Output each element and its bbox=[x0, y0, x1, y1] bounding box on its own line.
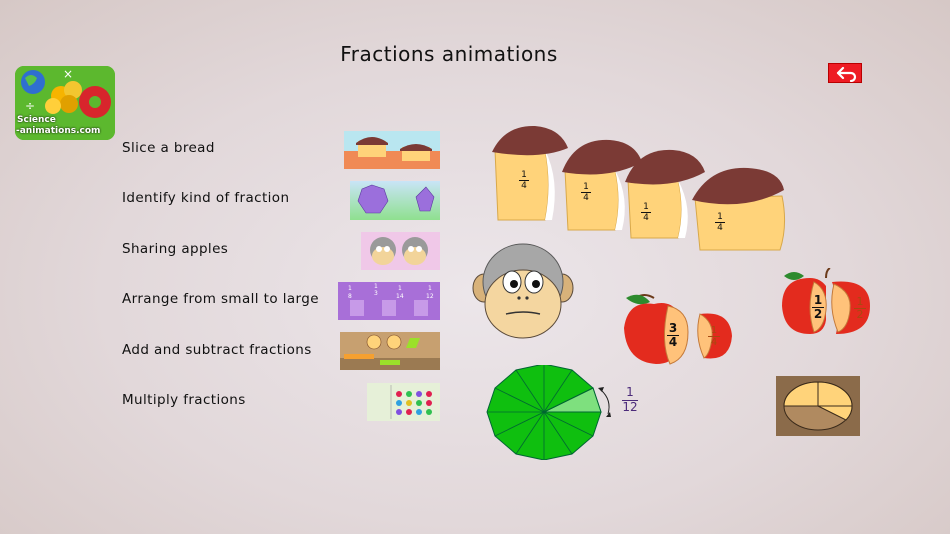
svg-text:÷: ÷ bbox=[25, 99, 35, 113]
arrange-den-1: 8 bbox=[348, 293, 352, 300]
logo-graphic-icon: × ÷ bbox=[15, 66, 115, 140]
twelfths-pie-illustration bbox=[486, 365, 611, 460]
arrange-thumbnail-icon bbox=[350, 300, 428, 316]
thumb-multiply[interactable] bbox=[367, 383, 440, 421]
page-title: Fractions animations bbox=[340, 42, 558, 66]
arrange-num-1: 1 bbox=[348, 285, 352, 292]
menu-item-add-subtract[interactable]: Add and subtract fractions bbox=[122, 342, 312, 358]
monkey-face-illustration bbox=[472, 243, 574, 339]
pie-fraction-denominator: 12 bbox=[622, 400, 638, 414]
menu-item-slice-bread[interactable]: Slice a bread bbox=[122, 140, 215, 156]
thumb-sharing-apples[interactable] bbox=[361, 232, 440, 270]
polygon-thumbnail-icon bbox=[350, 181, 440, 220]
pie-fraction-bar bbox=[622, 400, 638, 401]
pie-square-illustration bbox=[776, 376, 860, 436]
app-logo[interactable]: × ÷ Science -animations.com bbox=[15, 66, 115, 140]
arrange-den-3: 14 bbox=[396, 293, 404, 300]
monkeys-thumbnail-icon bbox=[361, 232, 440, 270]
back-button[interactable] bbox=[828, 63, 862, 83]
thumb-identify-fraction[interactable] bbox=[350, 181, 440, 220]
bread-thumbnail-icon bbox=[344, 131, 440, 169]
multiply-thumbnail-icon bbox=[367, 383, 440, 421]
arrange-den-2: 3 bbox=[374, 290, 378, 297]
arrange-den-4: 12 bbox=[426, 293, 434, 300]
menu-item-multiply[interactable]: Multiply fractions bbox=[122, 392, 246, 408]
back-arrow-icon bbox=[836, 66, 857, 83]
thumb-arrange[interactable]: 1 8 1 3 1 14 1 12 bbox=[338, 282, 440, 320]
pie-fraction-label: 1 12 bbox=[620, 386, 640, 414]
thumb-slice-bread[interactable] bbox=[344, 131, 440, 169]
logo-text-line1: Science bbox=[17, 115, 56, 125]
add-subtract-thumbnail-icon bbox=[340, 332, 440, 370]
bread-slices-illustration bbox=[492, 125, 786, 251]
menu-item-sharing-apples[interactable]: Sharing apples bbox=[122, 241, 229, 257]
menu-item-arrange[interactable]: Arrange from small to large bbox=[122, 291, 319, 307]
menu-item-identify-fraction[interactable]: Identify kind of fraction bbox=[122, 190, 290, 206]
arrange-num-2: 1 bbox=[374, 283, 378, 290]
logo-text-line2: -animations.com bbox=[16, 126, 101, 136]
arrange-num-3: 1 bbox=[398, 285, 402, 292]
thumb-add-subtract[interactable] bbox=[340, 332, 440, 370]
arrange-num-4: 1 bbox=[428, 285, 432, 292]
apple-halves-illustration bbox=[782, 268, 870, 334]
pie-fraction-numerator: 1 bbox=[626, 385, 634, 399]
svg-text:×: × bbox=[63, 67, 73, 81]
